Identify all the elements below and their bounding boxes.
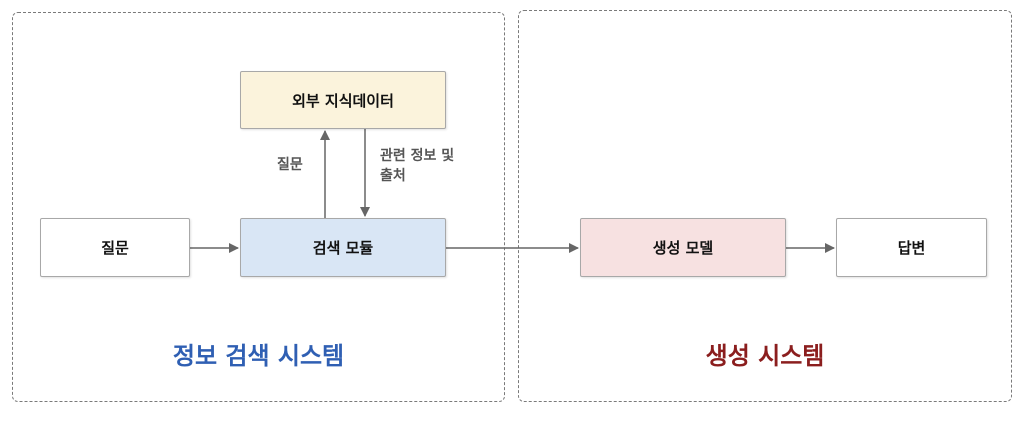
retrieval-system-group [12,12,505,402]
generation-model-node: 생성 모델 [580,218,786,277]
answer-node: 답변 [836,218,987,277]
external-knowledge-node: 외부 지식데이터 [240,71,446,129]
related-info-line-1: 관련 정보 및 [380,148,455,164]
query-edge-label: 질문 [277,157,303,173]
related-info-line-2: 출처 [380,168,406,184]
generation-system-group [518,10,1012,402]
generation-system-title: 생성 시스템 [705,342,825,370]
retrieval-system-title: 정보 검색 시스템 [172,342,345,370]
search-module-node: 검색 모듈 [240,218,446,277]
question-node: 질문 [40,218,190,277]
related-info-edge-label: 관련 정보 및 출처 [380,146,454,186]
